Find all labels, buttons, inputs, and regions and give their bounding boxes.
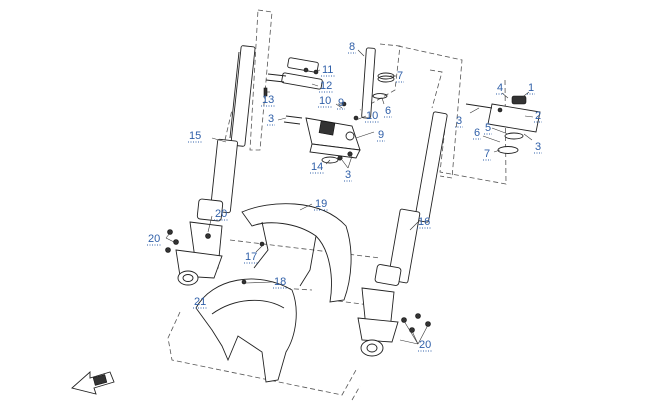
- callout-12: 12: [320, 80, 332, 92]
- callout-10: 10: [366, 110, 378, 122]
- front-direction-arrow-icon: [71, 370, 115, 395]
- callout-18: 18: [274, 276, 286, 288]
- callout-14: 14: [311, 161, 323, 173]
- callout-19: 19: [315, 198, 327, 210]
- callout-7: 7: [484, 148, 490, 160]
- callout-15: 15: [189, 130, 201, 142]
- callout-2: 2: [535, 110, 541, 122]
- steering-stem-assembly: [305, 47, 376, 164]
- front-mudguard-lower: [195, 278, 297, 383]
- callout-17: 17: [245, 251, 257, 263]
- callout-20: 20: [215, 208, 227, 220]
- front-fender-upper: [241, 203, 352, 303]
- callout-6: 6: [474, 127, 480, 139]
- callout-3: 3: [535, 141, 541, 153]
- callout-8: 8: [349, 41, 355, 53]
- leader-lines: [165, 49, 534, 345]
- callout-labels: 1 2 3 3 3 3 4 5 6 6 7 7 8 9 9 10 10 11: [147, 41, 542, 352]
- callout-5: 5: [485, 122, 491, 134]
- left-fork-tube: [165, 45, 256, 286]
- callout-4: 4: [497, 82, 503, 94]
- callout-13: 13: [262, 94, 274, 106]
- callout-11: 11: [322, 64, 333, 76]
- steering-bearings-center: [372, 72, 395, 99]
- upper-clamp-right: [465, 95, 541, 154]
- callout-20: 20: [148, 233, 160, 245]
- callout-20: 20: [419, 339, 431, 351]
- callout-16: 16: [418, 216, 430, 228]
- callout-21: 21: [194, 296, 206, 308]
- callout-1: 1: [528, 82, 534, 94]
- callout-9: 9: [378, 129, 384, 141]
- upper-clamp-left: [263, 57, 323, 125]
- callout-6: 6: [385, 105, 391, 117]
- right-fork-tube: [357, 111, 448, 357]
- callout-3: 3: [456, 115, 462, 127]
- callout-3: 3: [345, 169, 351, 181]
- callout-3: 3: [268, 113, 274, 125]
- callout-9: 9: [338, 97, 344, 109]
- callout-7: 7: [397, 70, 403, 82]
- callout-10: 10: [319, 95, 331, 107]
